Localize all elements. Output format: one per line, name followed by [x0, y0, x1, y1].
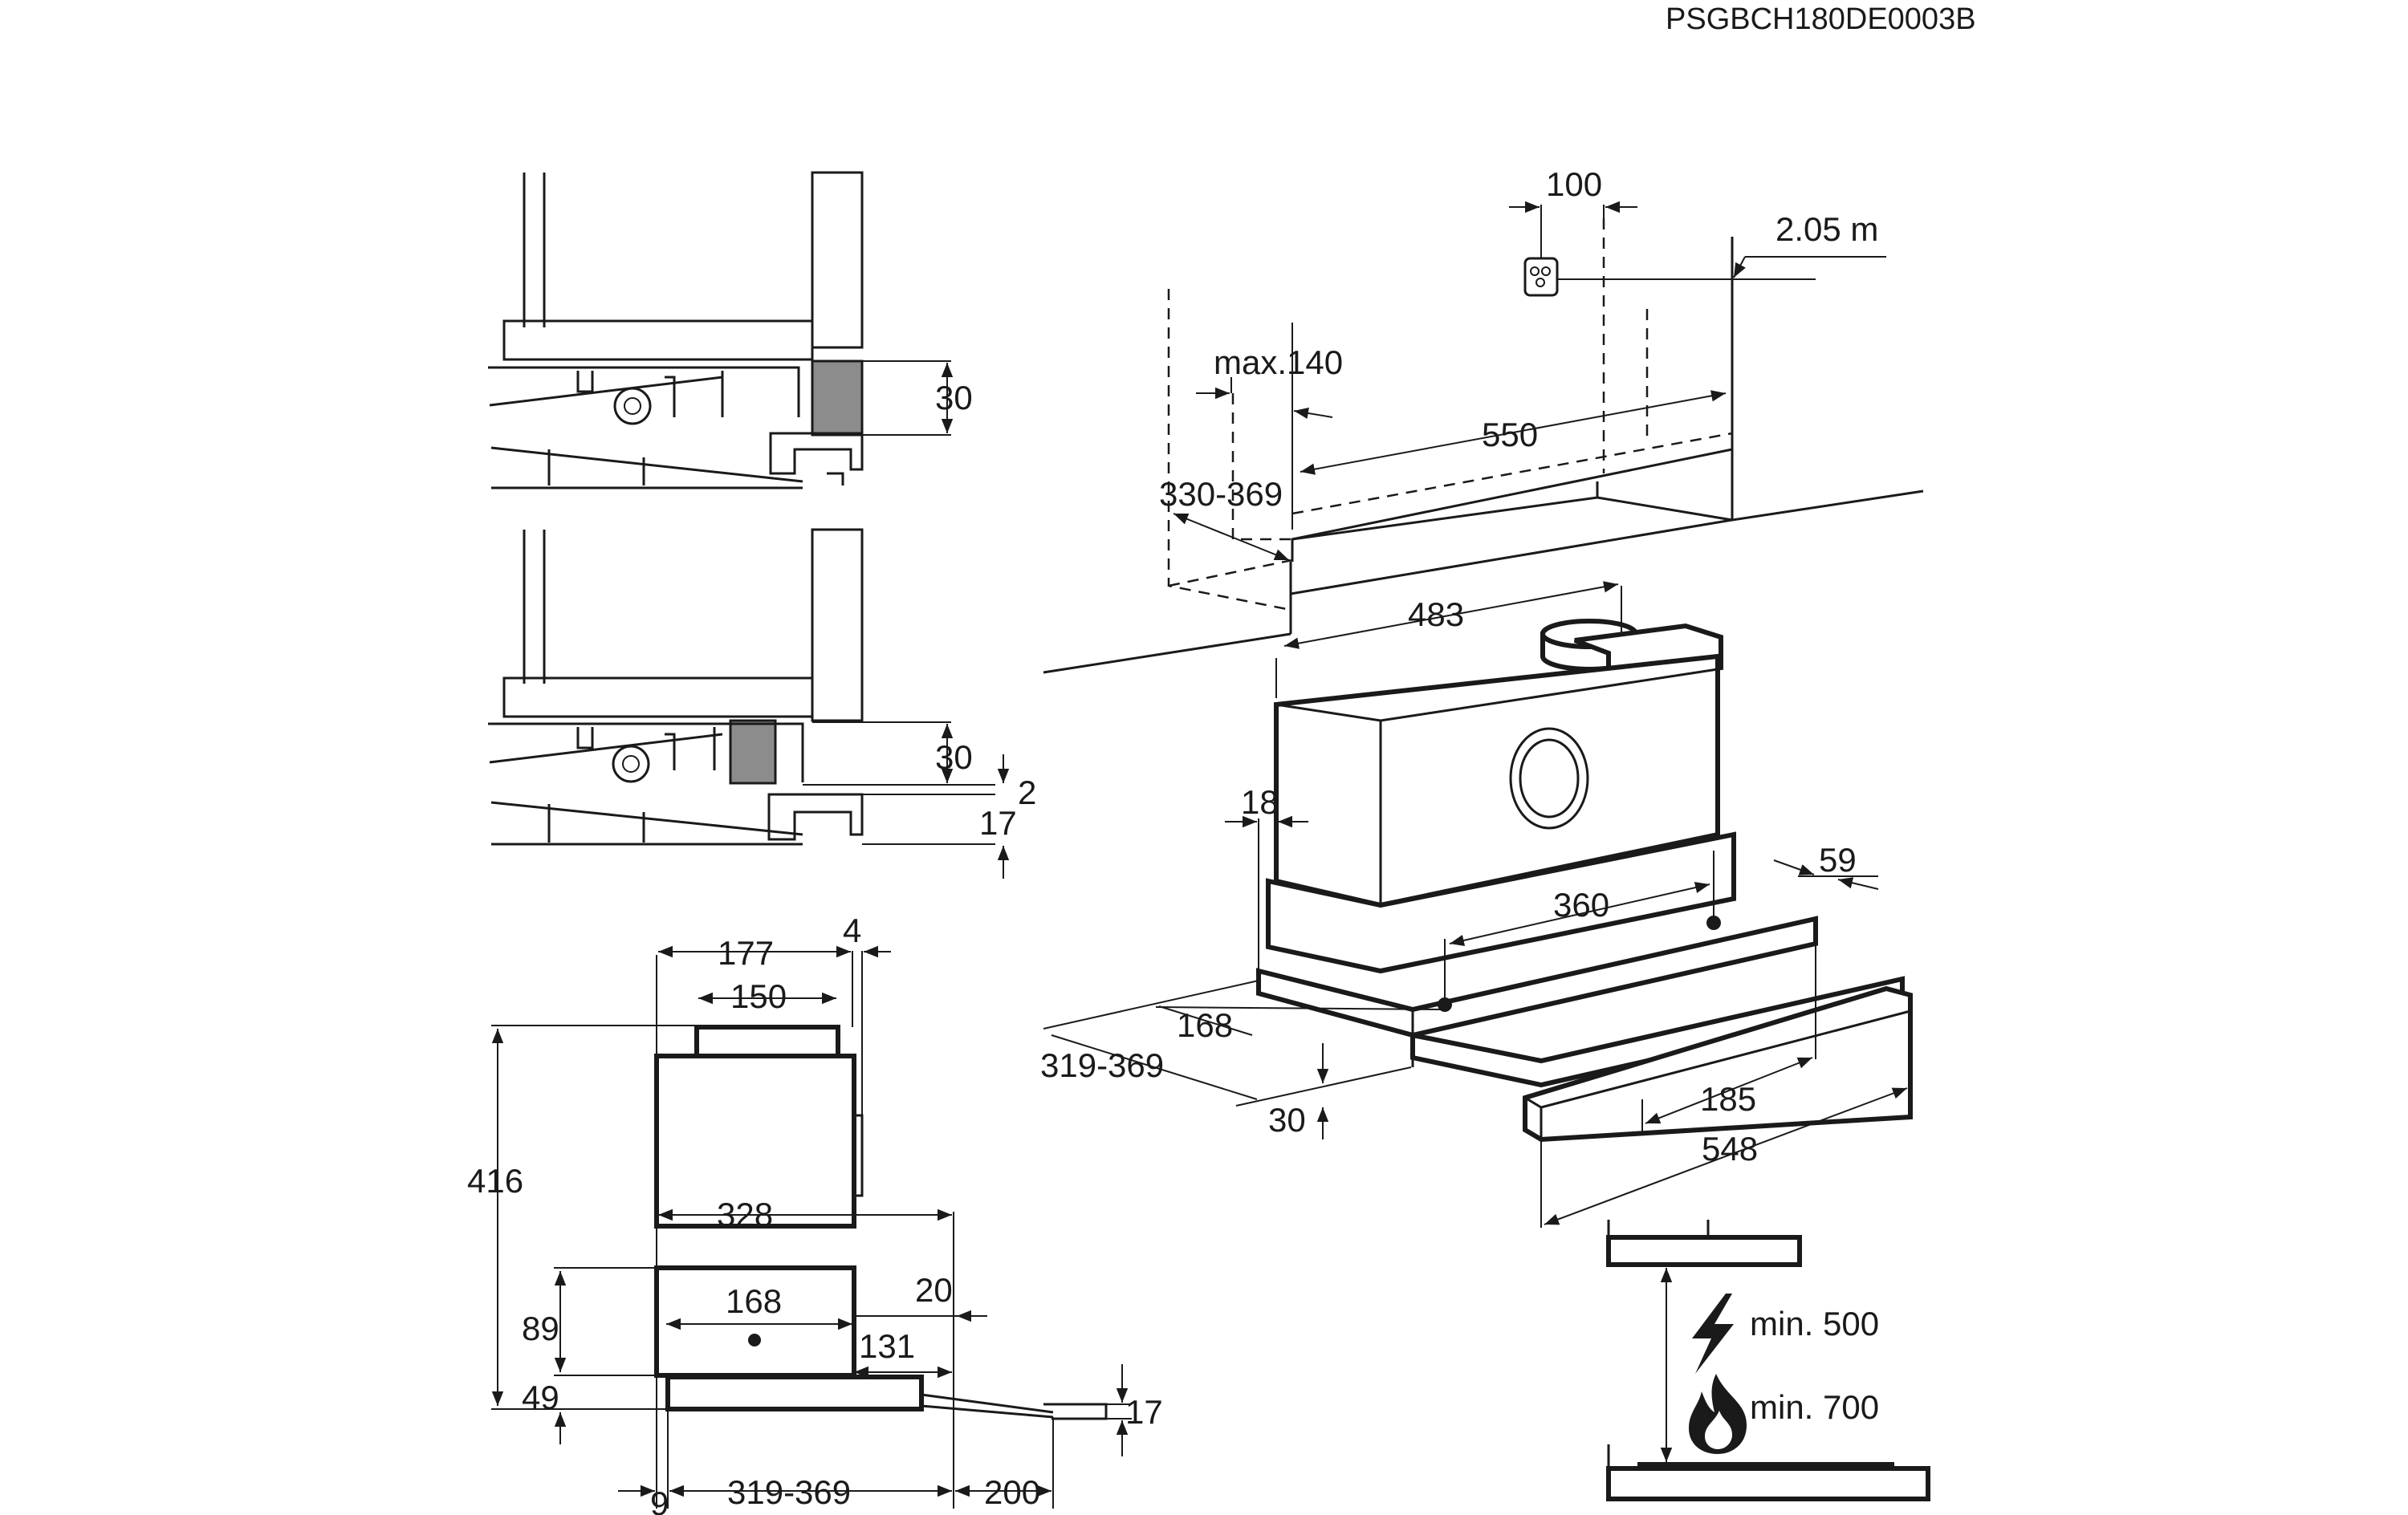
dim-hood-depth-range: 319-369 — [1040, 1046, 1164, 1084]
install-view: 100 2.05 m max.140 550 330-369 — [1043, 165, 1924, 674]
dim-max-recess: max.140 — [1214, 343, 1343, 381]
dim-left-offset: 9 — [650, 1485, 669, 1515]
flame-icon — [1689, 1374, 1747, 1454]
dim-hood-top-width: 483 — [1408, 595, 1464, 633]
dim-spacer-height-top: 30 — [935, 379, 973, 416]
dim-socket-offset: 100 — [1546, 165, 1602, 203]
clearance-electric-label: min. 500 — [1750, 1305, 1879, 1342]
document-code: PSGBCH180DE0003B — [1666, 2, 1976, 36]
dim-hole-spacing: 360 — [1553, 886, 1609, 924]
dim-visor-thickness: 17 — [1125, 1393, 1163, 1431]
lightning-icon — [1692, 1294, 1734, 1374]
detail-top: 30 — [488, 171, 973, 489]
dim-depth-range: 319-369 — [727, 1473, 851, 1511]
clearance-view: min. 500 min. 700 — [1606, 1220, 1930, 1501]
dim-spacer-height-middle: 30 — [935, 738, 973, 776]
dim-lower-height: 89 — [522, 1310, 559, 1347]
clearance-gas-label: min. 700 — [1750, 1388, 1879, 1426]
dim-visor-height: 49 — [522, 1379, 559, 1416]
dim-front-height: 30 — [1268, 1101, 1306, 1139]
dim-lip: 17 — [979, 804, 1017, 842]
detail-middle: 30 2 17 — [488, 528, 1036, 879]
dim-side-offset: 18 — [1241, 783, 1279, 821]
dim-hole-depth: 168 — [1177, 1006, 1233, 1044]
dim-hole-edge: 59 — [1819, 841, 1857, 879]
dim-visor-width: 548 — [1702, 1130, 1758, 1168]
hood-view: 483 18 360 59 168 319-369 30 185 548 — [1040, 581, 1913, 1228]
dim-cabinet-width: 550 — [1482, 416, 1538, 453]
dim-step: 20 — [915, 1271, 953, 1309]
dim-socket-height: 2.05 m — [1775, 210, 1878, 248]
dim-visor-depth: 200 — [984, 1473, 1040, 1511]
dim-cabinet-depth: 330-369 — [1159, 475, 1283, 513]
dim-outlet-width: 150 — [730, 977, 787, 1015]
dim-body-width: 328 — [717, 1196, 773, 1233]
dim-visor-inner: 185 — [1700, 1080, 1756, 1118]
dim-gap: 2 — [1018, 774, 1036, 811]
dim-total-height: 416 — [467, 1162, 523, 1200]
dim-top-width: 177 — [718, 934, 774, 972]
side-view: 177 4 150 416 328 168 20 89 49 131 17 9 … — [467, 912, 1163, 1515]
dim-extension: 131 — [859, 1327, 915, 1365]
dim-top-offset: 4 — [843, 912, 861, 949]
dim-lower-width: 168 — [726, 1282, 782, 1320]
